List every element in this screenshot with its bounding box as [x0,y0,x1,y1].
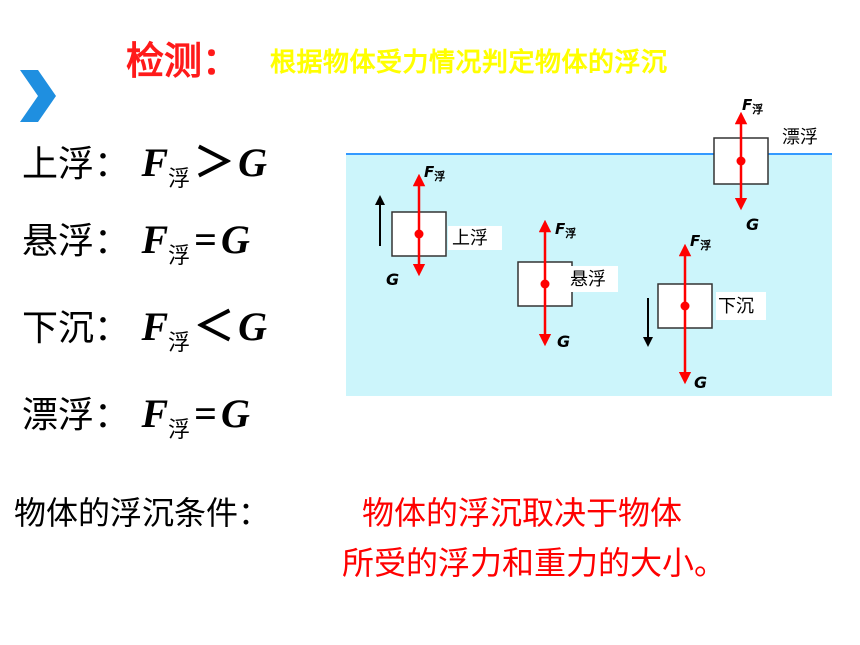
buoyancy-subscript: 浮 [168,167,191,192]
gravity-symbol: G [220,217,250,262]
buoyancy-symbol: F [141,217,169,262]
block-suspend: 悬浮 F浮 G [517,219,618,351]
page-subtitle: 根据物体受力情况判定物体的浮沉 [270,48,668,78]
condition-float: 漂浮： F浮=G [22,386,250,443]
force-label: F浮 [555,220,576,240]
condition-label: 漂浮： [22,395,131,436]
page-title: 检测： [126,39,241,83]
buoyancy-symbol: F [141,140,169,185]
state-label: 下沉 [718,296,754,317]
buoyancy-subscript: 浮 [168,331,191,356]
gravity-label: G [746,215,759,234]
state-label: 悬浮 [570,269,606,290]
condition-label: 下沉： [22,308,131,349]
chevron-right-icon [20,70,56,122]
force-label: F浮 [690,232,711,252]
gravity-label: G [694,373,707,392]
conclusion-label: 物体的浮沉条件： [14,494,271,532]
center-dot [414,229,424,239]
conclusion-line-1: 物体的浮沉取决于物体 [362,494,683,532]
center-dot [540,279,550,289]
center-dot [736,156,746,166]
gravity-label: G [386,270,399,289]
condition-rise: 上浮： F浮＞G [22,130,268,192]
gravity-symbol: G [220,391,250,436]
force-label: F浮 [742,96,763,116]
block-float: 漂浮 F浮 G [713,96,832,234]
gravity-label: G [557,332,570,351]
gravity-symbol: G [238,140,268,185]
buoyancy-symbol: F [141,391,169,436]
conclusion-line-2: 所受的浮力和重力的大小。 [342,544,727,582]
force-label: F浮 [424,163,445,183]
condition-suspend: 悬浮： F浮=G [22,212,250,269]
state-label: 漂浮 [782,127,818,148]
block-sink: 下沉 F浮 G [643,232,766,392]
condition-label: 悬浮： [22,221,131,262]
buoyancy-subscript: 浮 [168,418,191,443]
condition-sink: 下沉： F浮＜G [22,294,268,356]
buoyancy-subscript: 浮 [168,244,191,269]
block-rise: 上浮 F浮 G [375,163,502,289]
relation-symbol: ＜ [194,304,235,349]
relation-symbol: = [194,217,217,262]
gravity-symbol: G [238,304,268,349]
condition-label: 上浮： [22,144,131,185]
state-label: 上浮 [452,228,488,249]
center-dot [680,301,690,311]
buoyancy-symbol: F [141,304,169,349]
relation-symbol: = [194,391,217,436]
relation-symbol: ＞ [194,140,235,185]
